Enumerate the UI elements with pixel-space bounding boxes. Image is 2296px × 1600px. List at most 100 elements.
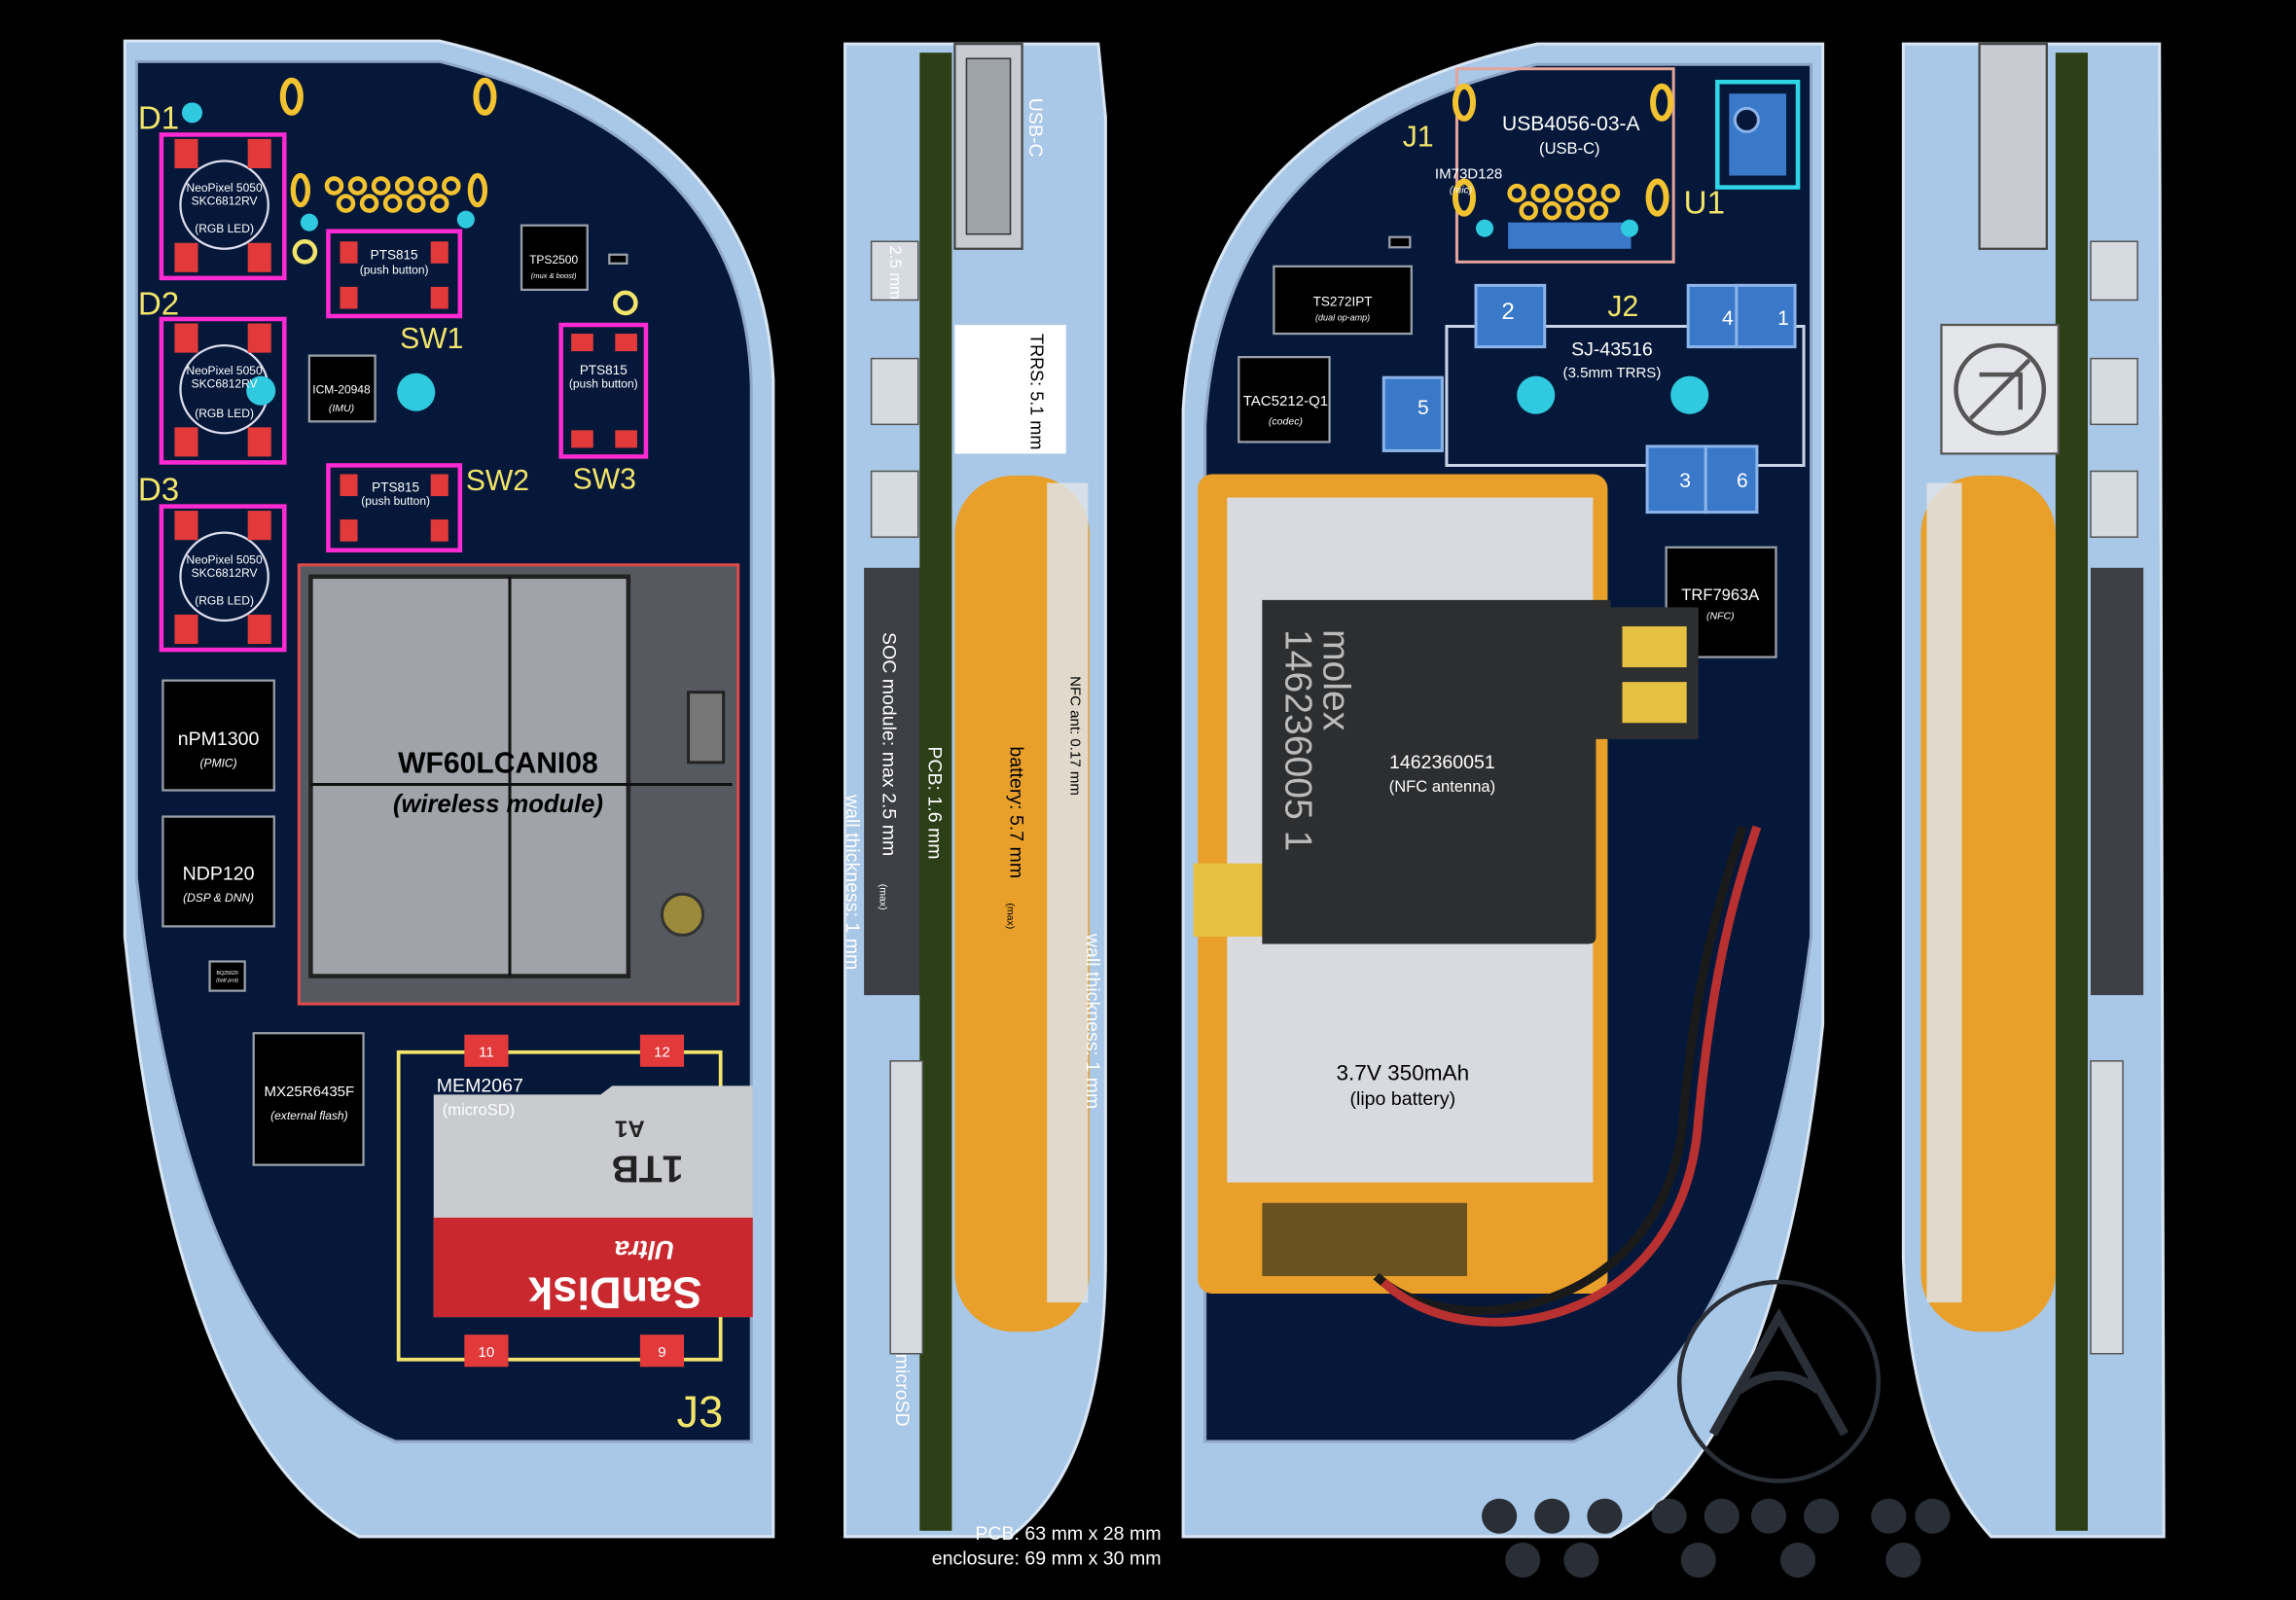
imu-body: [307, 354, 377, 423]
led-d2-label: D2: [138, 286, 179, 322]
dsp-part: NDP120: [183, 863, 255, 884]
nfc-symbol-icon: [1940, 323, 2060, 455]
hole-icon: [292, 239, 318, 265]
antenna-desc: (NFC antenna): [1389, 777, 1495, 796]
sd-card-band: [433, 1217, 753, 1318]
button-sw1: PTS815 (push button) SW1: [326, 229, 463, 355]
pmic-part: nPM1300: [178, 729, 260, 750]
enclosure-size: enclosure: 69 mm x 30 mm: [932, 1547, 1162, 1569]
led-d1-desc: (RGB LED): [195, 222, 254, 235]
side-view-1: USB-C 2.5 mm TRRS: 5.1 mm SOC module: ma…: [842, 42, 1107, 1539]
led-d3-model: SKC6812RV: [192, 566, 258, 580]
mic-desc: (mic): [1450, 185, 1472, 196]
jack-outline: [1445, 325, 1806, 467]
side2-usbc: [1978, 43, 2048, 250]
led-d3-pad: [247, 511, 271, 541]
nfc-desc: (NFC): [1706, 610, 1735, 622]
antenna-part: 1462360051: [1389, 752, 1495, 773]
via-icon: [1476, 219, 1494, 237]
j2-label: J2: [1607, 291, 1638, 323]
qualcomm-dots-icon: [1482, 1498, 1951, 1578]
soc-module-profile: [864, 567, 923, 996]
sw3-pad: [571, 334, 593, 352]
sw2-pad: [430, 519, 448, 542]
sw3-outline: [558, 322, 649, 459]
pcb-size: PCB: 63 mm x 28 mm: [975, 1523, 1161, 1545]
led-d1-label: D1: [138, 100, 179, 136]
jack-hole-icon: [1517, 375, 1556, 414]
module-desc: (wireless module): [393, 791, 603, 818]
chip-tac5212: TAC5212-Q1 (codec): [1238, 355, 1331, 444]
sd-pad-9: [639, 1334, 685, 1368]
codec-part: TAC5212-Q1: [1243, 393, 1328, 409]
tps-part: TPS2500: [529, 253, 578, 267]
led-d2-pad: [247, 323, 271, 353]
usbc-text: USB-C: [1024, 98, 1046, 158]
mic-part: IM73D128: [1435, 166, 1502, 183]
led-d3-part: NeoPixel 5050: [187, 552, 263, 566]
sd-pad-11: [464, 1034, 509, 1067]
led-d2-part: NeoPixel 5050: [187, 364, 263, 377]
jack-pin-2: 2: [1501, 299, 1514, 325]
opamp-part: TS272IPT: [1313, 294, 1373, 308]
trrs-jack: 2 4 1 5 3 6 J2 SJ-43516 (3.5mm TRRS): [1381, 283, 1806, 515]
via-icon: [456, 210, 475, 229]
mount-pad-icon: [290, 172, 310, 208]
sw1-part: PTS815: [371, 247, 418, 262]
via-icon: [300, 213, 318, 231]
led-d1-pad: [174, 138, 198, 169]
sw2-part: PTS815: [372, 480, 419, 495]
dsp-body: [161, 815, 275, 928]
led-d3-outline: [159, 504, 287, 653]
flash-part: MX25R6435F: [264, 1084, 354, 1100]
sw2-pad: [340, 519, 358, 542]
trrs-text: TRRS: 5.1 mm: [1027, 334, 1047, 449]
usbc-dim: 2.5 mm: [886, 246, 905, 300]
led-d1-model: SKC6812RV: [192, 195, 258, 208]
u1-port-icon: [1733, 106, 1760, 133]
side2-buttons: [2090, 240, 2138, 1355]
antenna-tab: [1193, 863, 1267, 937]
sd-pin-11: 11: [479, 1044, 494, 1060]
battery-pcm: [1262, 1202, 1467, 1276]
usb-c-connector: USB4056-03-A (USB-C) IM73D128 (mic): [1435, 67, 1675, 264]
led-d2-outline: [159, 316, 287, 465]
opamp-body: [1273, 265, 1413, 336]
antenna-body: [1262, 599, 1699, 944]
jack-part: SJ-43516: [1571, 339, 1653, 361]
j1-label: J1: [1403, 121, 1434, 153]
chip-tps2500: TPS2500 (mux & boost): [520, 224, 628, 292]
wall-text-right: wall thickness: 1 mm: [1082, 933, 1103, 1109]
via-icon: [397, 373, 436, 411]
opamp-desc: (dual op-amp): [1315, 313, 1370, 323]
imu-part: ICM-20948: [312, 383, 371, 397]
antenna-contact-1: [1622, 625, 1687, 668]
led-d3-desc: (RGB LED): [195, 593, 254, 607]
button-sw2: PTS815 (push button) SW2: [326, 463, 529, 552]
jack-pad-3: [1645, 444, 1707, 515]
led-d2-via-icon: [246, 375, 276, 406]
chip-icm20948: ICM-20948 (IMU): [307, 354, 377, 423]
sw1-pad: [430, 286, 448, 309]
led-d3-pad: [174, 614, 198, 645]
sw2-pad: [430, 474, 448, 497]
led-d1-part: NeoPixel 5050: [187, 181, 263, 195]
microsd-text: microSD: [891, 1354, 913, 1427]
sd-pad-12: [639, 1034, 685, 1067]
jack-pin-6: 6: [1737, 470, 1748, 492]
sd-pad-10: [464, 1334, 509, 1368]
sd-part: MEM2067: [437, 1075, 523, 1096]
mount-pad-icon: [279, 77, 304, 116]
usbc-inner: [965, 57, 1012, 235]
sd-pin-10: 10: [479, 1344, 495, 1361]
sd-pin-12: 12: [654, 1044, 670, 1060]
usb-outline: [1454, 67, 1675, 264]
pmic-desc: (PMIC): [200, 756, 237, 769]
side1-pcb-profile: [919, 53, 952, 1531]
module-part: WF60LCANI08: [398, 747, 598, 779]
sd-card-label: SanDisk Ultra 1TB A1: [527, 1116, 701, 1318]
sw1-label: SW1: [400, 323, 463, 355]
usb-mount-icon: [1645, 178, 1669, 217]
via-icon: [1620, 219, 1639, 237]
tiny-chip: [608, 253, 628, 265]
